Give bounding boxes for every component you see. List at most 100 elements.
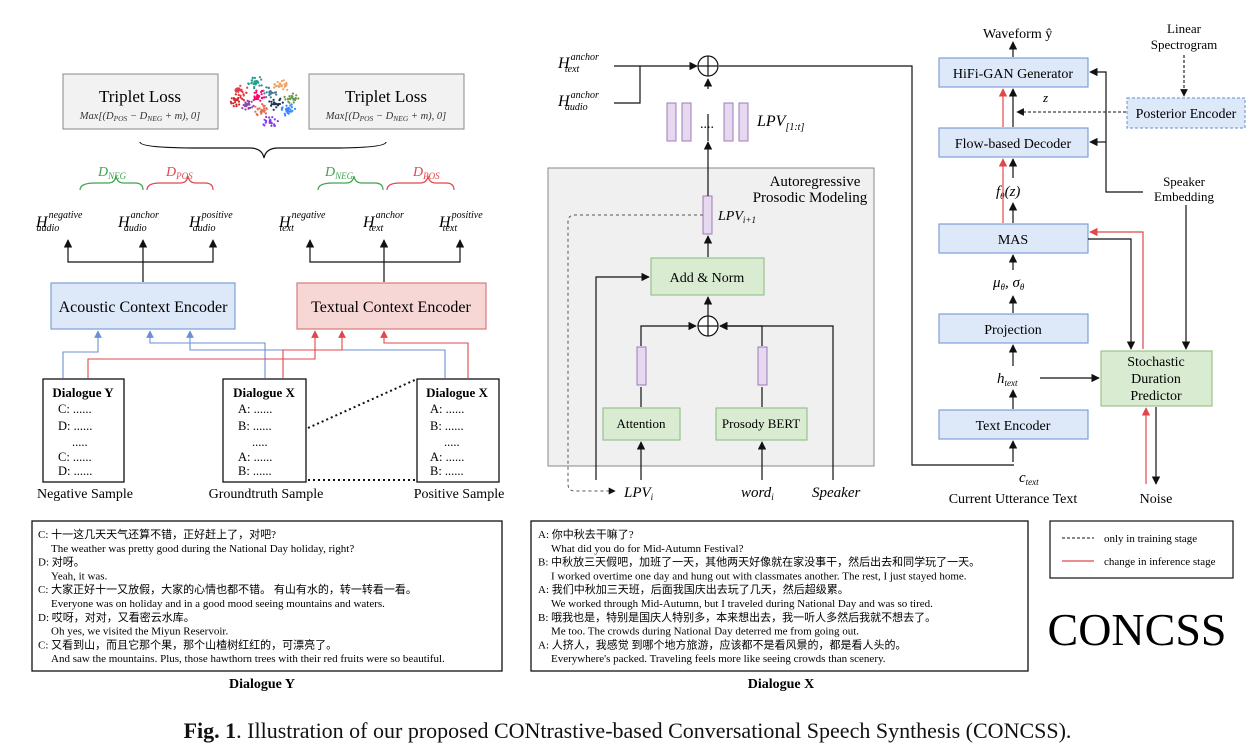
tsne-point — [275, 106, 278, 109]
dialogue-turn-en: I worked overtime one day and hung out w… — [551, 570, 967, 582]
tsne-point — [263, 92, 266, 95]
tsne-point — [261, 96, 264, 99]
tsne-point — [242, 93, 245, 96]
tsne-point — [256, 108, 259, 111]
tsne-point — [252, 82, 255, 86]
tsne-point — [248, 100, 251, 103]
dialogue-line: ..... — [252, 435, 268, 449]
tsne-point — [282, 88, 285, 91]
flow-decoder-label: Flow-based Decoder — [955, 137, 1072, 152]
tsne-point — [288, 95, 291, 98]
tsne-point — [253, 87, 256, 90]
acoustic-encoder-label: Acoustic Context Encoder — [59, 299, 229, 316]
tsne-point — [273, 83, 276, 86]
dialogue-x-card — [222, 378, 307, 483]
tsne-point — [275, 93, 278, 96]
dialogue-y-card — [42, 378, 125, 483]
middle-flow-arrows — [595, 141, 834, 480]
legend-box — [1049, 520, 1234, 579]
tsne-point — [241, 107, 244, 110]
tsne-point — [235, 103, 238, 106]
tsne-point — [242, 103, 245, 107]
tsne-point — [253, 80, 256, 83]
plus-icon — [698, 316, 718, 336]
tsne-point — [251, 106, 254, 109]
tsne-point — [255, 89, 258, 92]
right-vits-section: Waveform ŷ Linear Spectrogram HiFi-GAN G… — [938, 21, 1246, 507]
tsne-point — [275, 85, 278, 88]
dialogue-turn-en: What did you do for Mid-Autumn Festival? — [551, 543, 744, 555]
dpos-brace-audio — [146, 175, 214, 191]
dialogue-turn-cn: D: 哎呀，对对，又看密云水库。 — [38, 610, 195, 624]
tsne-point — [274, 102, 277, 105]
triplet-loss-title: Triplet Loss — [99, 87, 181, 106]
tsne-point — [260, 110, 264, 113]
dialogue-turn-en: Me too. The crowds during National Day d… — [551, 626, 859, 638]
tsne-point — [282, 79, 285, 82]
tsne-point — [253, 91, 256, 94]
tsne-point — [260, 84, 263, 87]
tsne-point — [271, 91, 274, 94]
tsne-point — [239, 94, 242, 97]
bert-output-vector — [757, 346, 768, 386]
tsne-point — [248, 103, 251, 106]
dialogue-line: B: ...... — [430, 464, 464, 478]
dneg-brace-text — [317, 175, 384, 191]
tsne-point — [244, 108, 247, 111]
tsne-point — [271, 116, 274, 119]
tsne-point — [283, 95, 286, 98]
tsne-point — [233, 101, 237, 104]
tsne-point — [262, 105, 265, 108]
speaker-embedding-line1: Speaker — [1163, 174, 1206, 189]
textual-context-encoder — [296, 282, 487, 330]
dialogue-turn-en: Everyone was on holiday and in a good mo… — [51, 598, 385, 610]
c-text-label: ctext — [1019, 470, 1039, 487]
dialogue-line: A: ...... — [430, 450, 464, 464]
curly-brace — [139, 141, 387, 159]
tsne-point — [256, 94, 259, 97]
d-pos-label: DPOS — [165, 165, 193, 181]
training-only-dashed — [1016, 55, 1188, 116]
posterior-encoder-label: Posterior Encoder — [1136, 107, 1237, 122]
dialogue-x2-title: Dialogue X — [426, 385, 488, 400]
lpv-i-label: LPVi — [623, 485, 654, 502]
lpv-sequence-label: LPV[1:t] — [756, 113, 804, 133]
tsne-point — [297, 97, 300, 100]
tsne-point — [278, 99, 281, 102]
tsne-point — [236, 87, 239, 90]
attention-block — [602, 407, 681, 441]
triplet-loss-formula: Max[(DPOS − DNEG + m), 0] — [325, 111, 447, 123]
tsne-point — [283, 112, 286, 115]
tsne-point — [261, 103, 264, 106]
dialogue-y-title: Dialogue Y — [52, 385, 114, 400]
tsne-point — [289, 108, 292, 111]
d-neg-label: DNEG — [97, 165, 127, 181]
dialogue-turn-cn: C: 大家正好十一又放假，大家的心情也都不错。 有山有水的，转一转看一看。 — [38, 582, 417, 596]
ar-title-line1: Autoregressive — [770, 174, 861, 190]
tsne-point — [260, 112, 263, 115]
dialogue-turn-cn: B: 哦我也是，特别是国庆人特别多，本来想出去，我一听人多然后我就不想去了。 — [538, 610, 936, 624]
tsne-point — [281, 101, 284, 104]
dialogue-line: C: ...... — [58, 402, 92, 416]
dialogue-turn-cn: B: 中秋放三天假吧，加班了一天，其他两天好像就在家没事干，然后出去和同学玩了一… — [538, 555, 980, 569]
tsne-point — [268, 100, 271, 103]
figure-number: Fig. 1 — [183, 718, 237, 743]
tsne-point — [240, 88, 243, 91]
sdp-line2: Duration — [1131, 372, 1181, 387]
prosody-bert-label: Prosody BERT — [722, 416, 800, 431]
tsne-point — [232, 102, 235, 105]
positive-sample-label: Positive Sample — [414, 487, 505, 502]
waveform-label: Waveform ŷ — [983, 27, 1052, 42]
plus-icon — [698, 56, 718, 76]
tsne-point — [260, 93, 263, 96]
negative-sample-label: Negative Sample — [37, 487, 133, 502]
tsne-point — [286, 98, 289, 101]
tsne-point — [265, 86, 268, 89]
tsne-point — [265, 108, 268, 111]
d-pos-label: DPOS — [412, 165, 440, 181]
dialogue-turn-cn: A: 我们中秋加三天班，后面我国庆出去玩了几天，然后超级累。 — [538, 582, 849, 596]
dialogue-turn-en: We worked through Mid-Autumn, but I trav… — [551, 598, 933, 610]
